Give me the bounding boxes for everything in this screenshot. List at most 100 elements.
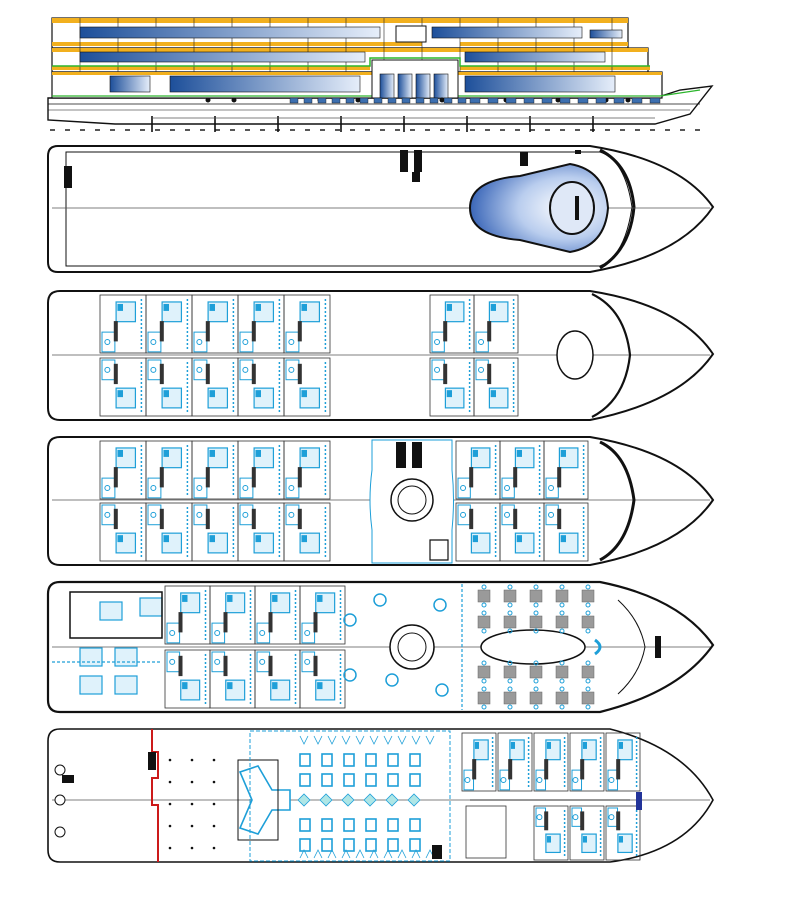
cabin [99,357,147,417]
wall-stub [113,467,118,488]
basin [478,366,485,373]
lower-deck-plan [47,728,714,863]
glass-window [431,26,583,39]
bathroom [535,769,547,791]
cabin [145,440,193,500]
lounge-table [409,818,421,832]
lounge-seat [343,613,357,627]
pillow [474,741,479,749]
glass-window [464,75,616,93]
elevation-green-line [52,57,650,67]
cabin [533,805,569,861]
pillow [490,303,496,311]
bathroom [101,331,116,353]
wall-stub [297,321,302,342]
lounge-table [299,818,311,832]
column [190,780,194,784]
pillow [163,449,169,457]
chair [585,628,591,634]
sun-deck-plan [47,145,715,273]
cabin [569,805,605,861]
porthole-window [373,97,383,104]
basin [196,511,203,518]
cabin [145,357,193,417]
cabin [283,357,331,417]
wall-stub [223,655,228,677]
bar-counter [594,638,602,656]
chair-row [425,735,435,745]
column [190,758,194,762]
porthole-window [331,97,341,104]
chair-row [369,849,379,859]
lounge-table [321,818,333,832]
planter [341,793,355,807]
lounge-seat [373,593,387,607]
wall-stub [297,467,302,488]
dining-table [529,665,543,679]
chair [585,660,591,666]
lower-deck-crew-cabins [461,732,641,861]
chair [481,686,487,692]
basin [104,366,111,373]
pillow [182,682,188,690]
chair [559,678,565,684]
porthole-window [289,97,299,104]
chair-row [411,735,421,745]
wall-stub [205,467,210,488]
pillow [163,390,169,398]
basin [500,776,507,783]
cabin [455,502,501,562]
pillow [317,682,323,690]
bathroom [166,622,181,644]
porthole-window [443,97,453,104]
porthole-window [595,97,607,104]
cabin [473,294,519,354]
chair [481,584,487,590]
chair [559,660,565,666]
chair [507,628,513,634]
bathroom [239,477,254,499]
window-band [52,72,662,75]
wall-stub [159,467,164,488]
porthole-window [387,97,397,104]
bathroom [256,622,271,644]
lounge-table [387,753,399,767]
lounge-table [365,838,377,852]
glass-window [109,75,151,93]
cabin [283,294,331,354]
dining-table [477,665,491,679]
basin [104,511,111,518]
basin [288,338,295,345]
cabin [543,502,589,562]
dining-table [555,665,569,679]
basin [150,484,157,491]
chair [481,704,487,710]
pillow [582,836,587,843]
column [212,780,216,784]
bathroom [431,331,445,353]
column [168,846,172,850]
chair [585,704,591,710]
pillow [163,303,169,311]
wall-stub [251,508,256,530]
cabin [569,732,605,792]
chair [533,610,539,616]
pillow [163,535,169,543]
basin [104,338,111,345]
bathroom [193,477,208,499]
cabin [191,294,239,354]
chair-row [299,849,309,859]
cabin [543,440,589,500]
wall-stub [544,759,549,780]
chair [481,678,487,684]
wall-stub [580,759,585,780]
basin [196,366,203,373]
upper-deck-stair-well [556,330,594,380]
dining-table [555,589,569,603]
lounge-table [387,818,399,832]
window-band [52,48,648,52]
cabin [473,357,519,417]
basin [536,776,543,783]
porthole [625,97,631,103]
basin [150,511,157,518]
